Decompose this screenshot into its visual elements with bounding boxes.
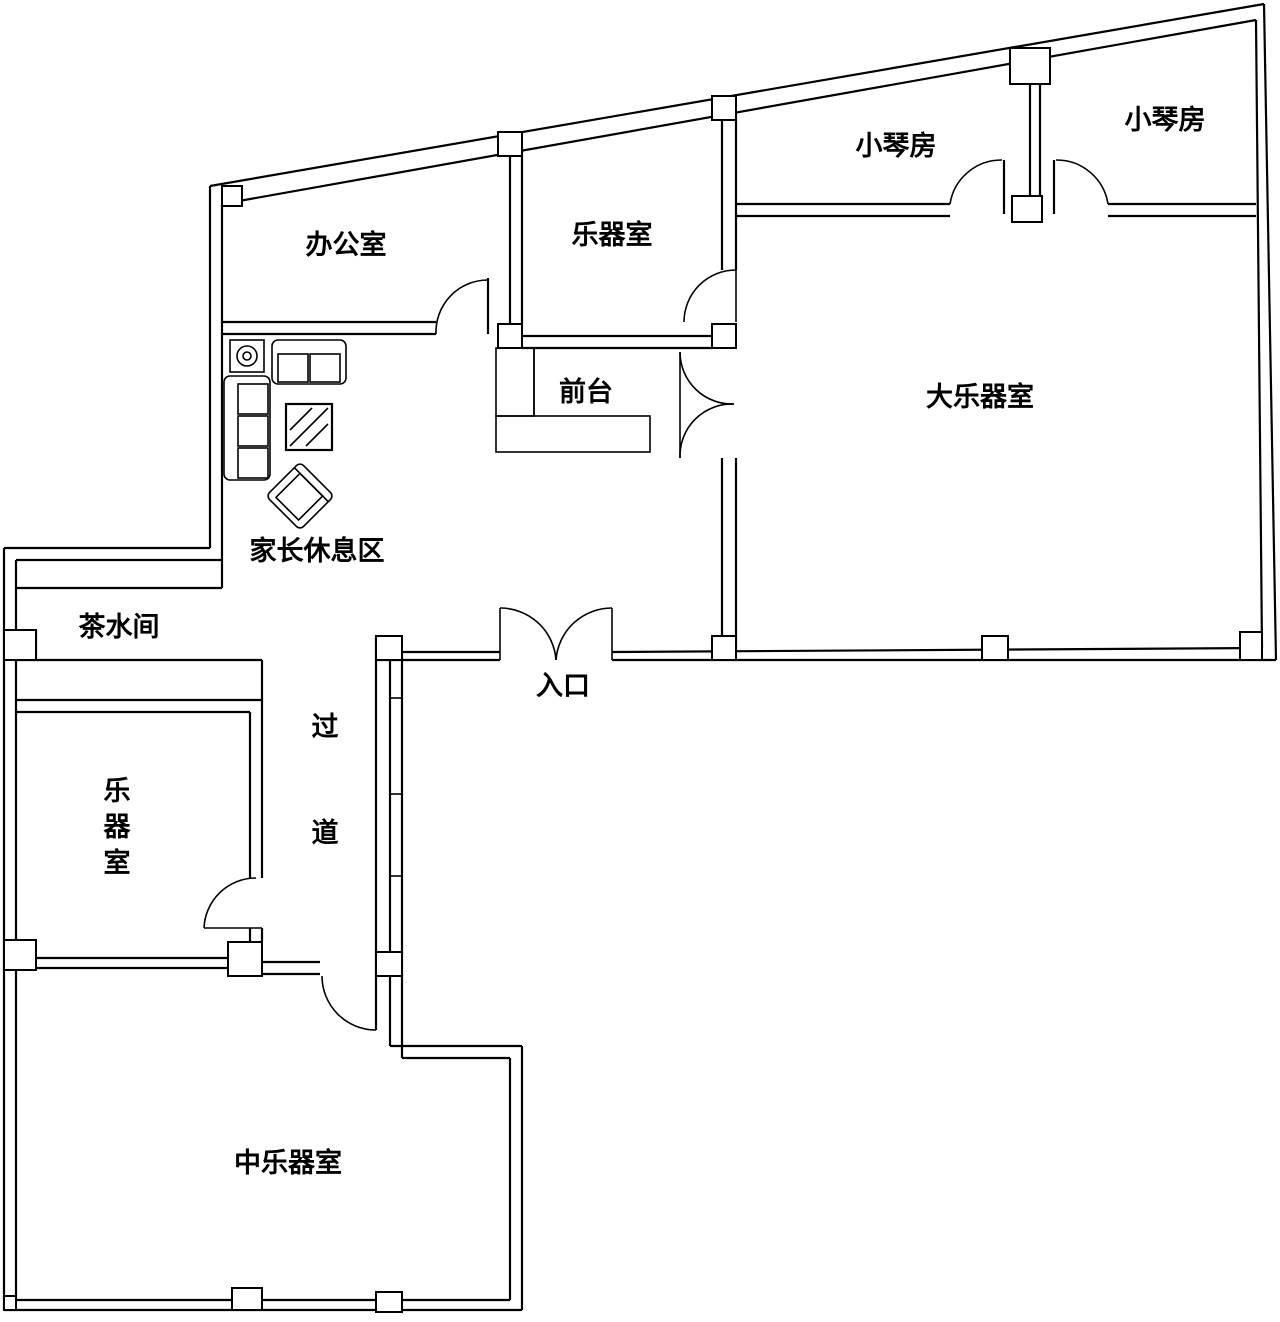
label-parent-lounge: 家长休息区	[250, 535, 385, 567]
label-medium-instrument-room: 中乐器室	[234, 1147, 342, 1179]
stove-icon	[229, 339, 265, 373]
label-instrument-room-top: 乐器室	[572, 219, 653, 251]
label-tea-room: 茶水间	[79, 612, 160, 643]
label-instrument-room-left-2: 器	[103, 812, 132, 843]
label-piano-room-2: 小琴房	[1125, 105, 1206, 136]
pillars	[3, 47, 1263, 1313]
label-large-instrument-room: 大乐器室	[926, 381, 1034, 413]
label-corridor-1: 过	[312, 712, 339, 743]
coffee-table-icon	[284, 402, 334, 452]
room-labels: 办公室 乐器室 小琴房 小琴房 前台 大乐器室 家长休息区 茶水间 入口 过 道…	[79, 105, 1206, 1179]
label-corridor-2: 道	[312, 817, 339, 849]
front-desk-counter	[495, 347, 651, 453]
interior-walls	[16, 84, 1256, 976]
label-instrument-room-left-1: 乐	[104, 776, 131, 807]
label-entrance: 入口	[536, 671, 590, 702]
doors	[203, 159, 1109, 1031]
sofa-icon	[223, 339, 347, 481]
label-front-desk: 前台	[559, 376, 613, 408]
label-office: 办公室	[306, 229, 387, 261]
label-piano-room-1: 小琴房	[856, 131, 937, 162]
armchair-icon	[267, 463, 333, 529]
label-instrument-room-left-3: 室	[104, 847, 131, 879]
